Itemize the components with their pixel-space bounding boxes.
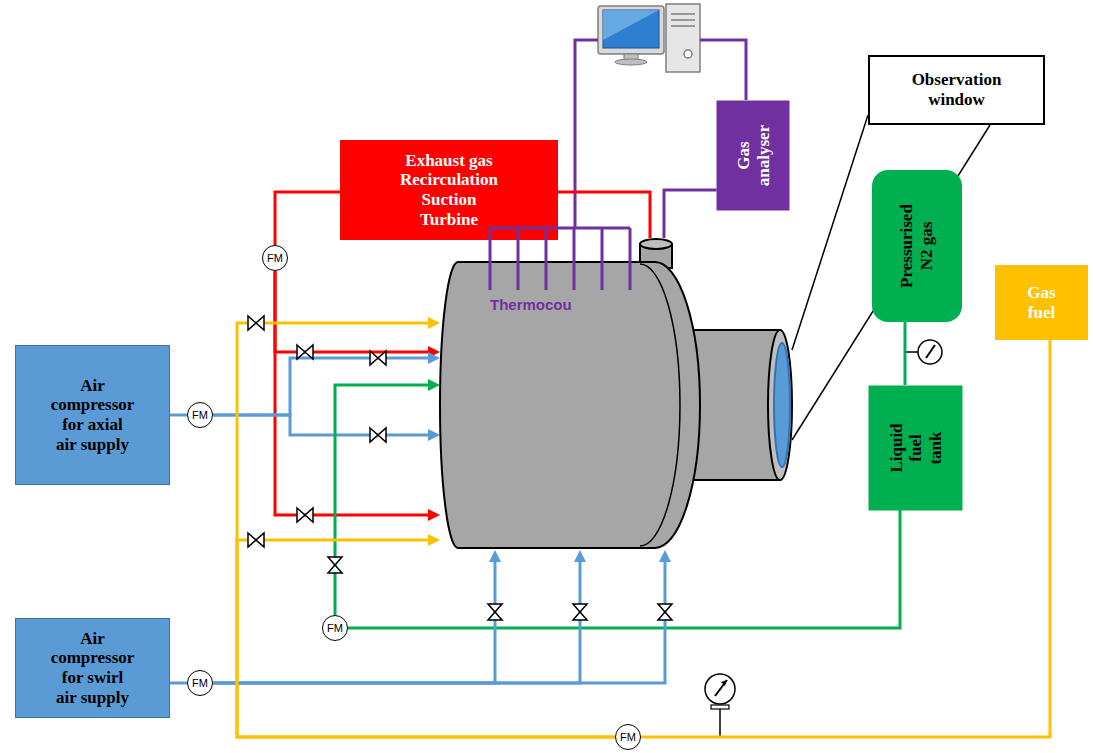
power-button xyxy=(684,50,692,58)
pipe-connector xyxy=(275,271,428,515)
pipe-line xyxy=(558,192,650,238)
pipe-connector xyxy=(170,683,187,684)
box-label: Gas fuel xyxy=(1022,283,1062,322)
valve-symbol xyxy=(297,345,313,359)
data-wire xyxy=(575,40,598,228)
pipe-line xyxy=(904,322,907,385)
gauge-needle-tip xyxy=(721,680,727,686)
pipe-line xyxy=(792,115,868,350)
box-label: Exhaust gas Recirculation Suction Turbin… xyxy=(393,151,505,229)
gauge-stem xyxy=(719,708,721,737)
gauge-needle xyxy=(715,680,727,696)
computer-icon xyxy=(598,4,700,72)
flow-meter: FM xyxy=(322,615,348,641)
fuel-tank-box: Liquid fuel tank xyxy=(868,385,962,510)
screen-glare xyxy=(603,10,659,40)
meter-label: FM xyxy=(327,622,343,635)
gas-analyser-box: Gas analyser xyxy=(717,100,790,210)
drive-bay xyxy=(671,19,695,21)
gauge-dial xyxy=(705,674,735,704)
pressure-gauge xyxy=(905,340,942,364)
pipe-connector xyxy=(558,192,650,238)
box-label: Pressurised N2 gas xyxy=(897,199,936,294)
box-label: Liquid fuel tank xyxy=(886,422,945,474)
thermocouple-probes xyxy=(490,228,630,290)
pipe-connector xyxy=(905,322,906,385)
pressure-gauge xyxy=(705,674,735,737)
pipe-connector xyxy=(213,358,428,435)
valve-symbol xyxy=(488,604,502,620)
gauge-dial xyxy=(918,340,942,364)
combustor-outline xyxy=(440,238,792,550)
meter-label: FM xyxy=(620,731,636,744)
box-label: Air compressor for axial air supply xyxy=(50,376,135,454)
meter-label: FM xyxy=(192,677,208,690)
pipe-line xyxy=(275,271,428,515)
valve-symbol xyxy=(573,604,587,620)
valve-symbol xyxy=(370,351,386,365)
window-ring xyxy=(768,330,792,480)
meter-label: FM xyxy=(267,252,283,265)
gas-fuel-box: Gas fuel xyxy=(995,265,1088,340)
recirculation-turbine-box: Exhaust gas Recirculation Suction Turbin… xyxy=(340,140,558,240)
gauge-stem xyxy=(905,351,918,353)
pipe-connector xyxy=(213,562,665,683)
pipe-line xyxy=(335,385,428,615)
pipe-connector xyxy=(170,415,187,416)
gauge-base xyxy=(711,705,729,709)
pipe-line xyxy=(213,562,580,683)
chimney-top xyxy=(640,239,672,249)
gauge-needle xyxy=(926,345,935,358)
pipe-line xyxy=(275,192,340,245)
callout-label: Observation window xyxy=(902,70,1012,109)
compressor-box: Air compressor for axial air supply xyxy=(15,345,170,485)
drive-bay xyxy=(671,13,695,15)
pipe-connector xyxy=(275,192,340,245)
pipe-line xyxy=(664,190,717,238)
drive-bay xyxy=(671,25,695,27)
valve-symbol xyxy=(658,604,672,620)
valve-symbol xyxy=(370,428,386,442)
monitor-screen xyxy=(603,10,659,48)
valve-symbol xyxy=(248,316,264,330)
data-wire xyxy=(700,40,746,100)
flow-meter: FM xyxy=(615,724,641,750)
meter-label: FM xyxy=(192,409,208,422)
pipe-line xyxy=(170,682,187,685)
pc-tower xyxy=(666,4,700,72)
pipe-connector xyxy=(335,385,428,615)
pipe-line xyxy=(237,540,615,737)
monitor-base xyxy=(615,59,647,65)
pipe-line xyxy=(213,562,495,683)
valve-symbol xyxy=(328,557,342,573)
box-label: Air compressor for swirl air supply xyxy=(50,629,135,707)
valve-symbol xyxy=(297,508,313,522)
monitor-frame xyxy=(598,6,664,54)
nitrogen-cylinder: Pressurised N2 gas xyxy=(872,170,962,322)
connector-group xyxy=(170,115,1050,737)
flow-meter: FM xyxy=(187,670,213,696)
pipe-connector xyxy=(664,190,717,238)
box-label: Gas analyser xyxy=(733,120,772,190)
flow-meter: FM xyxy=(187,402,213,428)
flow-meter: FM xyxy=(262,245,288,271)
flange-edge xyxy=(640,264,680,546)
thermocouple-label: Thermocou xyxy=(490,296,572,313)
valve-symbol xyxy=(248,533,264,547)
callout-box: Observation window xyxy=(868,55,1045,125)
pipe-line xyxy=(213,562,665,683)
pipe-line xyxy=(213,415,428,435)
combustor-chamber: Thermocou xyxy=(440,238,792,550)
combustor-body xyxy=(440,262,700,548)
compressor-box: Air compressor for swirl air supply xyxy=(15,618,170,718)
observation-glass xyxy=(774,343,790,467)
pipe-line xyxy=(275,271,428,352)
pipe-line xyxy=(170,414,187,417)
